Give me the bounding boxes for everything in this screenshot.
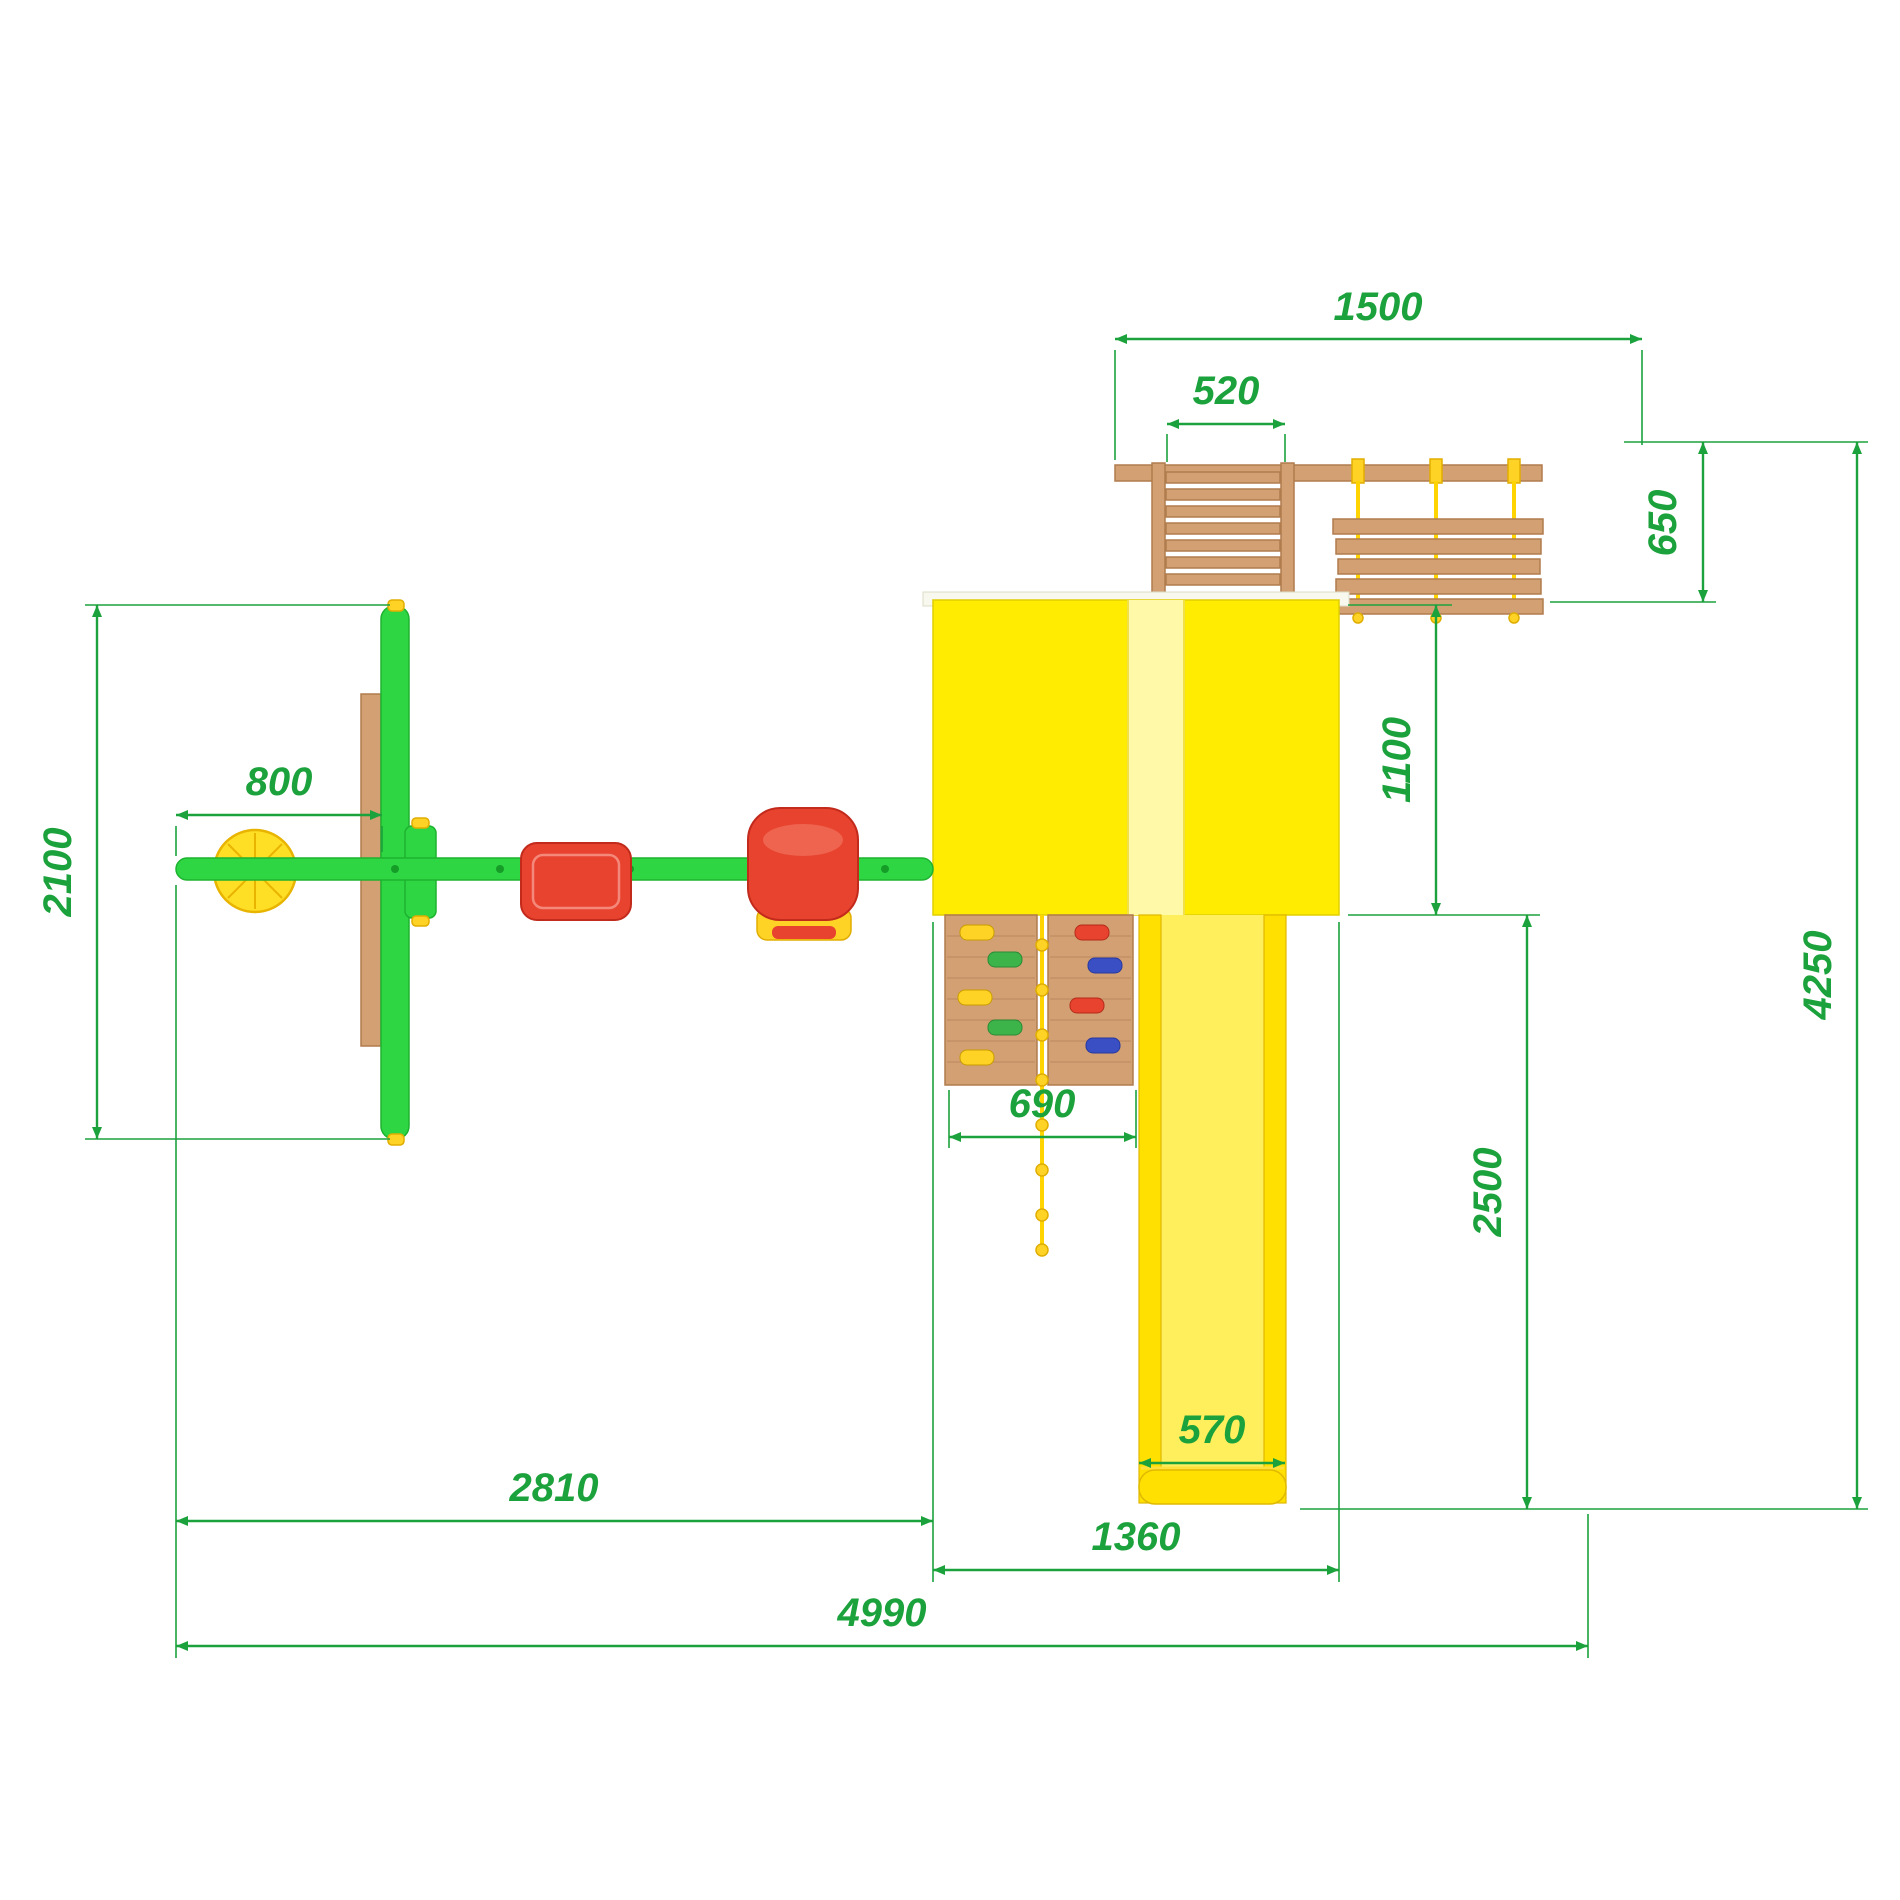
glider-seat [747, 807, 859, 941]
dim-ladder-width: 520 [1166, 369, 1286, 462]
dim-platform-width: 1360 [933, 922, 1340, 1582]
dim-label-slide-length: 2500 [1466, 1148, 1510, 1238]
climb-hold-yellow [957, 989, 993, 1006]
dim-total-width: 4990 [176, 1514, 1589, 1658]
dim-label-platform-width: 1360 [1092, 1515, 1181, 1559]
dim-label-upper-width: 1500 [1334, 285, 1423, 329]
swing-seat-flat [520, 842, 632, 921]
dim-label-slide-width: 570 [1179, 1408, 1246, 1452]
dim-label-swing-section-width: 2810 [509, 1466, 599, 1510]
dim-total-depth: 4250 [1796, 442, 1862, 1509]
dim-label-upper-depth: 650 [1641, 490, 1685, 557]
ladder-rail-left [1151, 462, 1166, 599]
entry-ladder [1151, 462, 1295, 599]
dim-climb-wall-width: 690 [948, 1082, 1137, 1148]
dim-label-ladder-width: 520 [1193, 369, 1260, 413]
climb-hold-green [987, 1019, 1023, 1036]
dim-swing-section-width: 2810 [175, 885, 934, 1658]
climb-hold-yellow [959, 924, 995, 941]
dim-swing-offset: 800 [175, 760, 383, 856]
dim-upper-depth: 650 [1550, 441, 1868, 603]
climb-hold-red [1069, 997, 1105, 1014]
ladder-rail-right [1280, 462, 1295, 599]
dim-platform-depth: 1100 [1348, 604, 1540, 916]
slide [1138, 914, 1287, 1505]
slide-rail-right [1263, 914, 1287, 1504]
rope-ramp [1332, 458, 1544, 624]
dim-label-climb-wall-width: 690 [1009, 1082, 1076, 1126]
rope-hanger [1351, 458, 1365, 484]
dim-slide-width: 570 [1139, 1408, 1285, 1468]
climb-hold-blue [1085, 1037, 1121, 1054]
climb-hold-red [1074, 924, 1110, 941]
dim-label-swing-frame-depth: 2100 [36, 828, 80, 918]
rope-hanger [1429, 458, 1443, 484]
tower-roof [922, 591, 1350, 916]
climb-hold-blue [1087, 957, 1123, 974]
dim-swing-frame-depth: 2100 [36, 604, 390, 1140]
slide-bed [1161, 915, 1264, 1500]
climbing-wall [944, 914, 1134, 1257]
dim-label-total-depth: 4250 [1796, 931, 1840, 1021]
dim-label-total-width: 4990 [837, 1591, 927, 1635]
roof-ridge-highlight [1128, 600, 1184, 915]
dim-upper-width: 1500 [1114, 285, 1643, 460]
climb-hold-green [987, 951, 1023, 968]
dim-label-platform-depth: 1100 [1375, 717, 1419, 803]
slide-end-cap [1138, 1469, 1287, 1505]
dim-slide-length: 2500 [1300, 915, 1868, 1510]
rope-hanger [1507, 458, 1521, 484]
climb-hold-yellow [959, 1049, 995, 1066]
dim-label-swing-offset: 800 [246, 760, 313, 804]
slide-rail-left [1138, 914, 1162, 1504]
